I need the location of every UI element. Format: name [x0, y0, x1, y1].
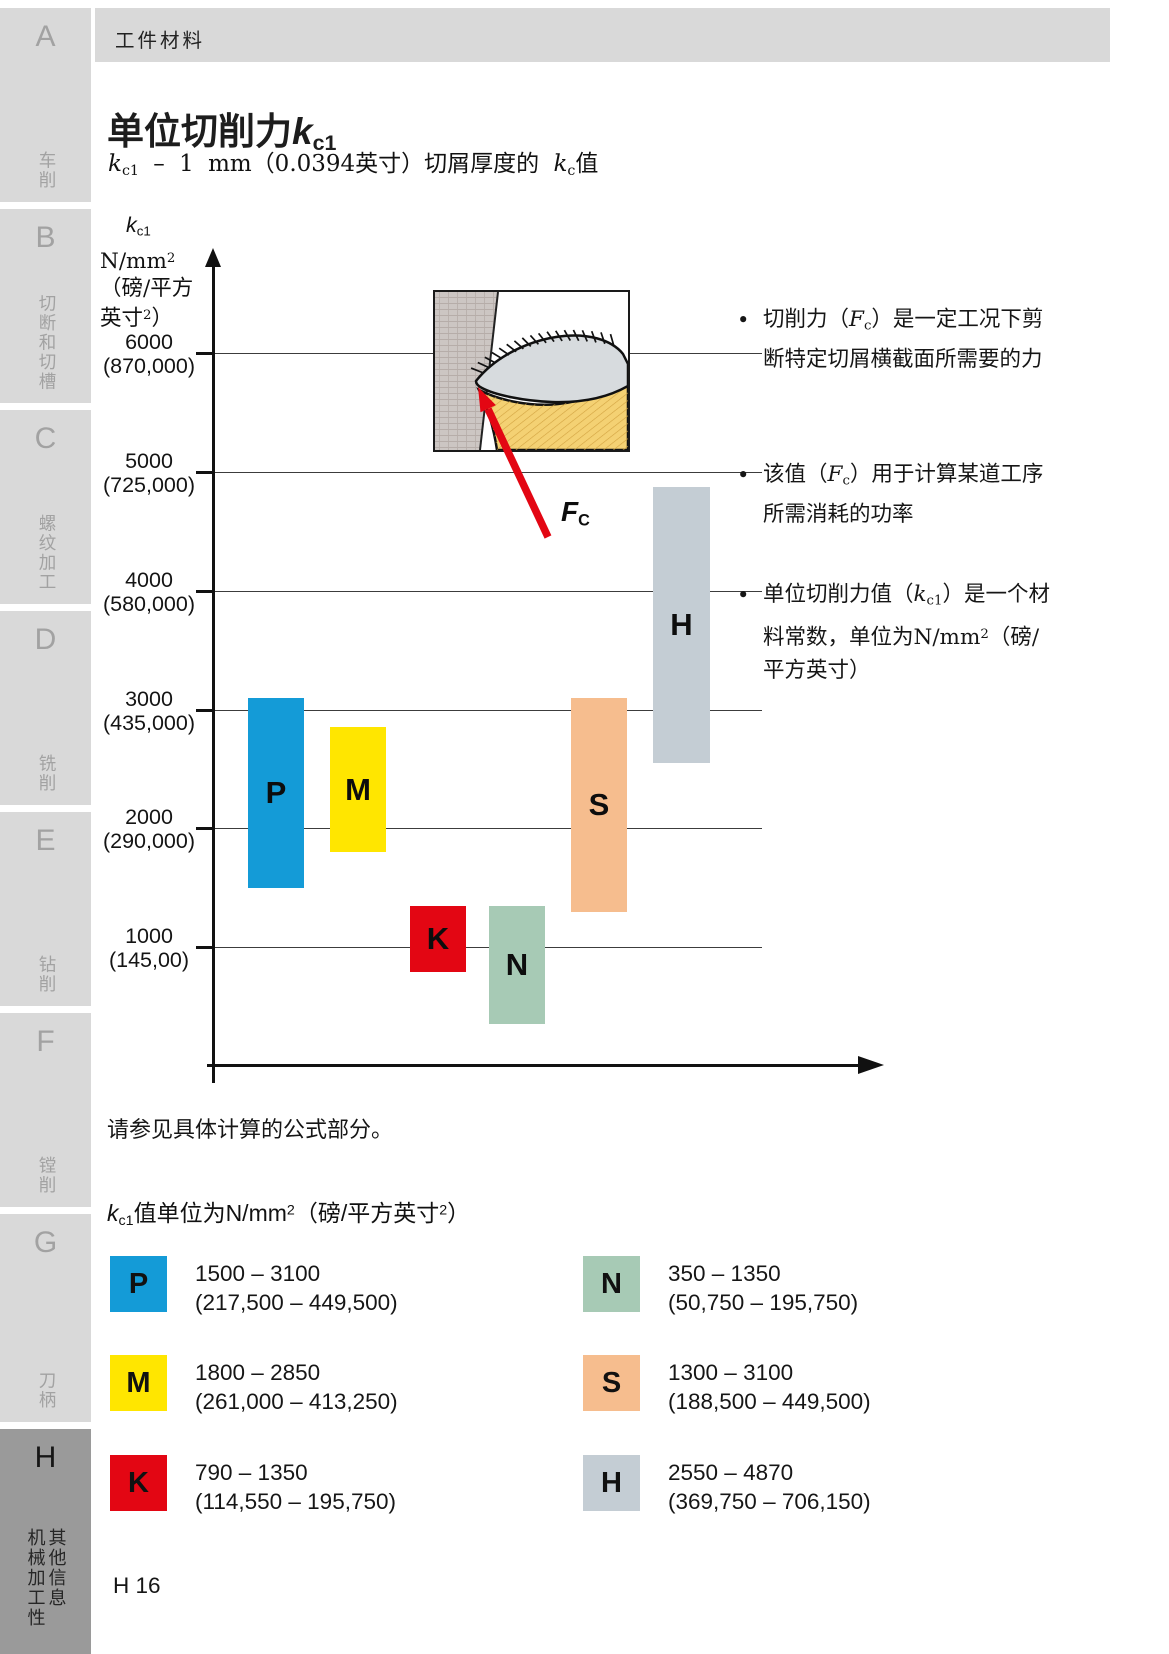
tick-label-3000: 3000(435,000) [102, 687, 196, 735]
sidebar-tab-label: 螺纹加工 [36, 514, 56, 592]
header-title: 工件材料 [115, 29, 206, 52]
legend-swatch-K: K [110, 1455, 167, 1511]
sidebar-tab-letter: A [35, 20, 56, 53]
tick-label-4000: 4000(580,000) [102, 568, 196, 616]
legend-swatch-S: S [583, 1355, 640, 1411]
page-header-band: 工件材料 [95, 8, 1110, 62]
sidebar-tab-letter: D [34, 623, 57, 656]
legend-swatch-M: M [110, 1355, 167, 1411]
bar-label-K: K [426, 921, 450, 956]
sidebar-tab-letter: E [35, 824, 56, 857]
sidebar-tab-letter: F [36, 1025, 55, 1058]
sidebar-tab-label: 钻削 [36, 955, 56, 994]
y-axis-unit-line: 英寸2） [100, 305, 174, 331]
tick-mark-5000 [196, 470, 214, 474]
sidebar-tab-g[interactable]: G 刀柄 [0, 1214, 91, 1422]
tick-mark-1000 [196, 945, 214, 949]
sidebar-tab-label: 刀柄 [36, 1371, 56, 1410]
chip-formation-figure [433, 290, 630, 452]
chip-serration-teeth [470, 329, 615, 374]
bar-S: S [571, 698, 627, 912]
tick-label-1000: 1000(145,00) [108, 924, 190, 972]
bar-label-P: P [265, 775, 287, 810]
legend-swatch-N: N [583, 1256, 640, 1312]
sidebar-tab-label: 切断和切槽 [36, 293, 56, 392]
formula-note: 请参见具体计算的公式部分。 [107, 1118, 394, 1143]
legend-range-M: 1800 – 2850(261,000 – 413,250) [195, 1360, 398, 1414]
sidebar-tab-letter: G [33, 1226, 58, 1259]
chip-shape [474, 334, 630, 404]
legend-swatch-H: H [583, 1455, 640, 1511]
y-axis-unit-line: （磅/平方 [100, 275, 194, 301]
gridline-3000 [215, 710, 762, 711]
sidebar-tab-f[interactable]: F 镗削 [0, 1013, 91, 1207]
tick-mark-3000 [196, 708, 214, 712]
bar-label-S: S [588, 787, 610, 822]
page-subtitle: kc1 – 1 mm（0.0394英寸）切屑厚度的 kc值 [108, 151, 599, 179]
sidebar-tab-letter: B [35, 221, 56, 254]
gridline-4000 [215, 591, 762, 592]
bar-M: M [330, 727, 386, 852]
legend-swatch-P: P [110, 1256, 167, 1312]
gridline-1000 [215, 947, 762, 948]
sidebar-tab-letter: H [34, 1441, 57, 1474]
sidebar-tab-e[interactable]: E 钻削 [0, 812, 91, 1006]
bullet-item-1: 切削力（Fc）是一定工况下剪断特定切屑横截面所需要的力 [735, 303, 1059, 376]
gridline-5000 [215, 472, 762, 473]
sidebar-tab-c[interactable]: C 螺纹加工 [0, 410, 91, 604]
tick-label-2000: 2000(290,000) [102, 805, 196, 853]
bar-H: H [653, 487, 710, 763]
y-axis-line [212, 264, 215, 1083]
bar-P: P [248, 698, 304, 888]
tick-mark-4000 [196, 589, 214, 593]
y-axis-unit-line: N/mm2 [100, 248, 176, 274]
legend-range-P: 1500 – 3100(217,500 – 449,500) [195, 1261, 398, 1315]
sidebar-tab-letter: C [34, 422, 57, 455]
gridline-2000 [215, 828, 762, 829]
bullet-item-3: 单位切削力值（kc1）是一个材料常数，单位为N/mm2（磅/平方英寸） [735, 578, 1059, 687]
y-axis-unit-line: kc1 [126, 213, 151, 239]
legend-range-K: 790 – 1350(114,550 – 195,750) [195, 1460, 396, 1514]
x-axis-arrow-icon [858, 1056, 884, 1074]
bullet-item-2: 该值（Fc）用于计算某道工序所需消耗的功率 [735, 458, 1059, 531]
x-axis-line [207, 1064, 860, 1067]
fc-label: FC [561, 496, 590, 530]
sidebar-tab-label: 车削 [36, 151, 56, 190]
bar-label-H: H [670, 607, 693, 642]
page-title: 单位切削力kc1 [107, 110, 337, 155]
legend-range-H: 2550 – 4870(369,750 – 706,150) [668, 1460, 871, 1514]
page-number: H 16 [113, 1573, 161, 1598]
tick-mark-6000 [196, 351, 214, 355]
bar-K: K [410, 906, 466, 972]
bar-label-M: M [345, 771, 371, 807]
tick-mark-2000 [196, 826, 214, 830]
sidebar-tab-d[interactable]: D 铣削 [0, 611, 91, 805]
sidebar-tab-label: 镗削 [36, 1156, 56, 1195]
legend-title: kc1值单位为N/mm2（磅/平方英寸2） [107, 1200, 471, 1229]
tick-label-6000: 6000(870,000) [102, 330, 196, 378]
chip-formation-illustration [435, 291, 630, 452]
legend-range-N: 350 – 1350(50,750 – 195,750) [668, 1261, 859, 1315]
sidebar-tab-a[interactable]: A 车削 [0, 8, 91, 202]
sidebar-tab-label: 机械加工性其他信息 [24, 1528, 67, 1628]
legend-range-S: 1300 – 3100(188,500 – 449,500) [668, 1360, 871, 1414]
bar-label-N: N [505, 947, 529, 982]
sidebar-tab-h[interactable]: H 机械加工性其他信息 [0, 1429, 91, 1654]
bar-N: N [489, 906, 545, 1024]
sidebar-tab-b[interactable]: B 切断和切槽 [0, 209, 91, 403]
y-axis-arrow-icon [205, 248, 221, 267]
sidebar-tab-label: 铣削 [36, 754, 56, 793]
tick-label-5000: 5000(725,000) [102, 449, 196, 497]
